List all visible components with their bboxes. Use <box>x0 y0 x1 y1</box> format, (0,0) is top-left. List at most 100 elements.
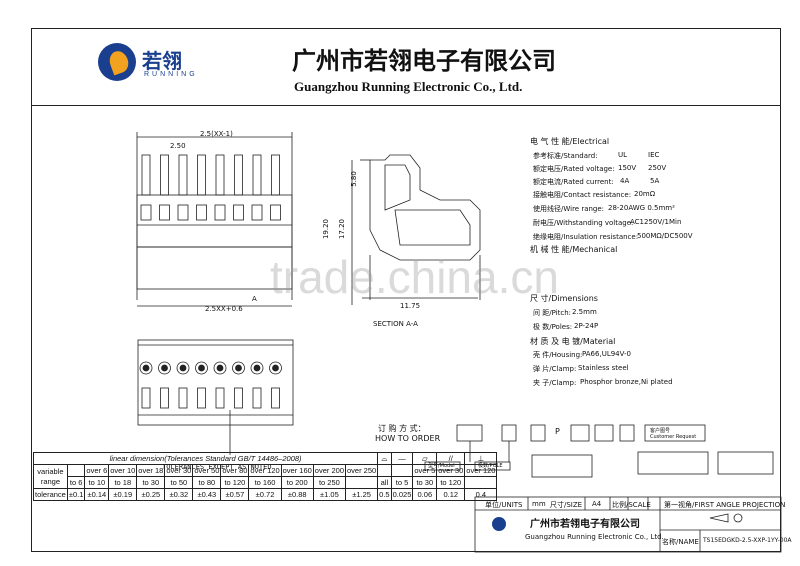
logo-text-cn: 若翎 <box>142 49 182 73</box>
rated-current-iec: 5A <box>650 177 660 185</box>
title-block-company-en: Guangzhou Running Electronic Co., Ltd. <box>525 533 664 541</box>
watermark: trade.china.cn <box>270 251 559 303</box>
company-logo-icon <box>98 43 136 81</box>
tolerance-value: ±0.25 <box>136 488 166 501</box>
header: 若翎 RUNNING 广州市若翎电子有限公司 Guangzhou Running… <box>32 29 780 106</box>
range-to: to 200 <box>280 476 314 489</box>
electrical-title: 电 气 性 能/Electrical <box>530 137 610 146</box>
standard-ul: UL <box>618 151 628 159</box>
drawing-sheet: 若翎 RUNNING 广州市若翎电子有限公司 Guangzhou Running… <box>31 28 781 552</box>
screw-hole-center <box>198 364 205 372</box>
wire-range-label: 使用线径/Wire range: <box>533 205 605 213</box>
geo-tolerance-value: 0.4 <box>464 488 498 501</box>
range-to: to 120 <box>220 476 250 489</box>
size: A4 <box>592 500 602 508</box>
wire-entry <box>196 204 207 221</box>
clamp2-label: 夹 子/Clamp: <box>533 379 577 387</box>
range-top: over 120 <box>248 464 282 477</box>
range-to: to 250 <box>312 476 346 489</box>
geo-symbol-1: ⌓ <box>377 452 392 465</box>
connector-pin <box>215 154 225 196</box>
tolerance-value: ±0.88 <box>280 488 314 501</box>
geo-range-top: over 5 <box>412 464 438 477</box>
range-to: to 30 <box>136 476 166 489</box>
connector-pin <box>271 154 280 196</box>
projection: 第一视角/FIRST ANGLE PROJECTION <box>664 501 786 509</box>
order-label-customer: 客户图号 <box>650 428 671 434</box>
tolerance-value: ±0.1 <box>66 488 86 501</box>
connector-pin <box>197 154 206 196</box>
tolerance-value: ±0.43 <box>192 488 222 501</box>
clamp-label: 弹 片/Clamp: <box>533 365 577 373</box>
geo-blank <box>377 464 392 477</box>
connector-pin <box>160 154 169 196</box>
wire-entry <box>159 204 170 221</box>
dim-pitch: 2.50 <box>170 142 186 150</box>
dim-height1: 5.80 <box>349 171 358 187</box>
connector-pin <box>252 154 262 196</box>
tolerance-value: ±0.14 <box>84 488 110 501</box>
screw-hole-center <box>272 364 279 372</box>
screw-hole <box>250 361 264 375</box>
contact-res-label: 接触电阻/Contact resistance: <box>533 191 632 199</box>
pitch: 2.5mm <box>572 308 597 316</box>
wire-entry <box>214 204 226 221</box>
tolerance-value: ±1.25 <box>344 488 379 501</box>
wire-entry <box>251 204 263 221</box>
geo-tolerance-value: 0.06 <box>412 488 438 501</box>
tolerance-table: linear dimension(Tolerances Standard GB/… <box>32 452 498 501</box>
geo-range-to: to 120 <box>436 476 466 489</box>
connector-pin <box>178 154 188 196</box>
standard-iec: IEC <box>648 151 660 159</box>
wire-slot <box>215 387 225 409</box>
tolerance-value: ±1.05 <box>312 488 346 501</box>
contact-res: 20mΩ <box>634 190 656 198</box>
withstand: AC1250V/1Min <box>630 218 682 226</box>
screw-hole <box>213 361 227 375</box>
title-block-logo-icon <box>492 517 506 531</box>
rated-current-ul: 4A <box>620 177 630 185</box>
wire-entry <box>177 204 189 221</box>
geo-range-to: to 5 <box>390 476 414 489</box>
order-p: P <box>555 427 560 436</box>
screw-hole-center <box>179 364 187 372</box>
wire-slot <box>252 387 262 409</box>
geo-range-top: over 30 <box>436 464 466 477</box>
geo-range-to <box>464 476 498 489</box>
range-to: to 18 <box>108 476 138 489</box>
wire-slot <box>141 387 151 409</box>
rated-current-label: 额定电流/Rated current: <box>533 178 614 186</box>
range-to: to 6 <box>66 476 86 489</box>
screw-hole-center <box>216 364 224 372</box>
geo-range-top <box>390 464 414 477</box>
withstand-label: 耐电压/Withstanding voltage: <box>533 219 634 227</box>
range-to <box>344 476 379 489</box>
geo-all: all <box>377 476 392 489</box>
range-top: over 250 <box>344 464 379 477</box>
geo-symbol-5: ⊥ <box>464 452 498 465</box>
rated-voltage-label: 额定电压/Rated voltage: <box>533 165 615 173</box>
dim-height2: 17.20 <box>338 218 347 240</box>
material-title: 材 质 及 电 镀/Material <box>530 337 616 346</box>
range-to: to 10 <box>84 476 110 489</box>
screw-hole <box>158 361 171 375</box>
mechanical-title: 机 械 性 能/Mechanical <box>530 245 618 254</box>
range-top: over 80 <box>220 464 250 477</box>
section-label: SECTION A-A <box>373 320 418 328</box>
geo-tolerance-value: 0.12 <box>436 488 466 501</box>
poles: 2P-24P <box>574 322 599 330</box>
pitch-label: 间 距/Pitch: <box>533 309 571 317</box>
screw-hole <box>139 361 153 375</box>
range-top: over 10 <box>108 464 138 477</box>
connector-pin <box>234 154 243 196</box>
wire-entry <box>140 204 152 221</box>
wire-slot <box>271 387 280 409</box>
screw-hole <box>195 361 208 375</box>
connector-pin <box>141 154 151 196</box>
geo-symbol-3: ▱ <box>412 452 438 465</box>
screw-hole-center <box>142 364 150 372</box>
screw-hole <box>232 361 245 375</box>
geo-tolerance-all: 0.5 <box>377 488 392 501</box>
size-label: 尺寸/SIZE <box>550 501 583 509</box>
company-name-en: Guangzhou Running Electronic Co., Ltd. <box>294 79 523 94</box>
